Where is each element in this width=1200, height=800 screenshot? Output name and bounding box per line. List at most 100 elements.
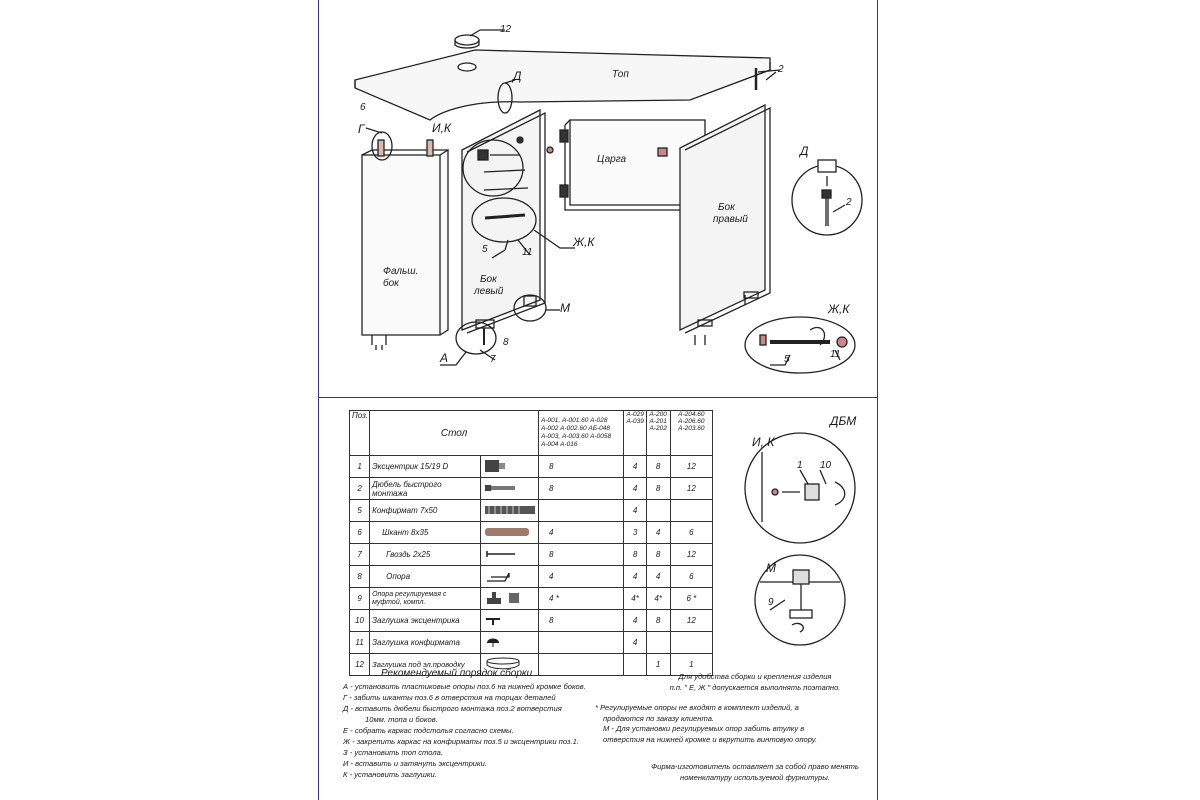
table-row: 6 Шкант 8х35 4 3 4 6 bbox=[348, 521, 714, 544]
label-left-side-2: левый bbox=[473, 286, 504, 297]
row-qty-d bbox=[669, 499, 714, 522]
row-name: Конфирмат 7х50 bbox=[369, 499, 481, 522]
row-qty-b: 4 bbox=[623, 499, 647, 522]
label-n6: 6 bbox=[360, 102, 366, 113]
row-qty-c: 4 bbox=[645, 565, 671, 588]
row-qty-d: 12 bbox=[669, 477, 714, 500]
assembly-step: Г - забить шканты поз.6 в отверстия на т… bbox=[343, 693, 556, 702]
row-qty-d: 6 bbox=[669, 565, 714, 588]
row-name: Дюбель быстрого монтажа bbox=[369, 477, 481, 500]
foot-icon bbox=[479, 565, 540, 588]
label-n12: 12 bbox=[500, 24, 512, 35]
row-qty-b: 8 bbox=[623, 543, 647, 566]
row-name: Гвоздь 2х25 bbox=[369, 543, 481, 566]
note-line: отверстия на нижней кромке и вкрутить ви… bbox=[603, 734, 818, 744]
row-name: Заглушка конфирмата bbox=[369, 631, 481, 654]
nail-icon bbox=[479, 543, 540, 566]
row-qty-d: 12 bbox=[669, 609, 714, 632]
row-qty-d: 12 bbox=[669, 455, 714, 478]
header-models-b: А-029 А-039 bbox=[623, 410, 647, 456]
row-qty-a: 8 bbox=[538, 543, 625, 566]
table-header: Поз. Стол А-001, А-001.60 А-028 А-002 А-… bbox=[348, 410, 714, 456]
row-qty-b: 4 bbox=[623, 609, 647, 632]
table-row: 12 Заглушка под эл.проводку 1 1 bbox=[348, 653, 714, 676]
row-qty-b: 3 bbox=[623, 521, 647, 544]
row-pos: 6 bbox=[348, 521, 371, 544]
label-zhk: Ж,К bbox=[572, 235, 595, 249]
label-false-side-2: бок bbox=[383, 277, 400, 289]
adjustable-foot-icon bbox=[479, 587, 540, 610]
row-qty-d: 1 bbox=[669, 653, 714, 676]
label-a: А bbox=[439, 351, 448, 365]
detail-ik-n10: 10 bbox=[820, 460, 832, 471]
row-name-extra: , компл. bbox=[399, 598, 426, 606]
row-qty-a bbox=[538, 653, 625, 676]
note-line: номенклатуру используемой фурнитуры. bbox=[680, 772, 830, 782]
row-pos: 10 bbox=[348, 609, 371, 632]
row-qty-c: 4 bbox=[645, 521, 671, 544]
label-left-side-1: Бок bbox=[480, 274, 498, 285]
label-right-side-1: Бок bbox=[718, 202, 736, 213]
label-tsarga: Царга bbox=[597, 154, 627, 165]
label-g: Г bbox=[358, 122, 366, 136]
row-name: Опора bbox=[369, 565, 481, 588]
header-models-c: А-200 А-201 А-202 bbox=[645, 410, 671, 456]
row-qty-c: 8 bbox=[645, 455, 671, 478]
confirmat-screw-icon bbox=[479, 499, 540, 522]
table-row: 7 Гвоздь 2х25 8 8 8 12 bbox=[348, 543, 714, 566]
false-side-panel bbox=[361, 148, 449, 336]
table-row: 1 Эксцентрик 15/19 D 8 4 8 12 bbox=[348, 455, 714, 478]
note-line: п.п. " Е, Ж " допускается выполнять поэт… bbox=[669, 682, 841, 692]
label-m: М bbox=[560, 301, 570, 315]
dowel-icon bbox=[479, 477, 540, 500]
assembly-title: Рекомендуемый порядок сборки bbox=[381, 668, 533, 679]
header-models-d: А-204.60 А-206.60 А-203.60 bbox=[669, 410, 714, 456]
wood-dowel-icon bbox=[479, 521, 540, 544]
detail-m-label: М bbox=[766, 561, 776, 575]
note-adjustable-feet: * Регулируемые опоры не входят в комплек… bbox=[595, 703, 880, 745]
row-pos: 2 bbox=[348, 477, 371, 500]
detail-zhk-n5: 5 bbox=[784, 354, 790, 365]
assembly-step: А - установить пластиковые опоры поз.6 н… bbox=[343, 682, 586, 691]
detail-d-label: Д bbox=[798, 144, 809, 158]
row-qty-a bbox=[538, 631, 625, 654]
row-qty-c: 4* bbox=[645, 587, 671, 610]
row-name: Шкант 8х35 bbox=[369, 521, 481, 544]
detail-ik-n1: 1 bbox=[797, 460, 803, 471]
row-pos: 12 bbox=[348, 653, 371, 676]
row-qty-a: 4 bbox=[538, 565, 625, 588]
row-pos: 8 bbox=[348, 565, 371, 588]
label-n8: 8 bbox=[503, 337, 509, 348]
detail-zhk-n11: 11 bbox=[830, 349, 840, 360]
row-name: Опора регулируемая с муфтой, компл. bbox=[369, 587, 481, 610]
row-qty-c: 8 bbox=[645, 609, 671, 632]
table-row: 2 Дюбель быстрого монтажа 8 4 8 12 bbox=[348, 477, 714, 500]
row-pos: 7 bbox=[348, 543, 371, 566]
note-line: Для удобства сборки и крепления изделия bbox=[678, 672, 832, 681]
row-qty-c: 8 bbox=[645, 543, 671, 566]
dbm-label: ДБМ bbox=[830, 414, 857, 428]
label-n5: 5 bbox=[482, 244, 488, 255]
row-name: Заглушка эксцентрика bbox=[369, 609, 481, 632]
detail-m-n9: 9 bbox=[768, 597, 774, 608]
note-stepwise: Для удобства сборки и крепления изделия … bbox=[630, 672, 880, 693]
row-qty-a bbox=[538, 499, 625, 522]
confirmat-cap-icon bbox=[479, 631, 540, 654]
row-qty-a: 8 bbox=[538, 477, 625, 500]
row-qty-a: 4 bbox=[538, 521, 625, 544]
label-d: Д bbox=[511, 69, 522, 83]
table-row: 5 Конфирмат 7х50 4 bbox=[348, 499, 714, 522]
grommet-part bbox=[454, 34, 480, 46]
note-manufacturer: Фирма-изготовитель оставляет за собой пр… bbox=[630, 762, 880, 783]
detail-d-num: 2 bbox=[845, 197, 852, 208]
row-qty-c bbox=[645, 499, 671, 522]
row-name: Эксцентрик 15/19 D bbox=[369, 455, 481, 478]
assembly-step: К - установить заглушки. bbox=[343, 770, 437, 779]
header-title: Стол bbox=[369, 410, 540, 456]
label-ik: И,К bbox=[432, 121, 452, 135]
row-pos: 1 bbox=[348, 455, 371, 478]
assembly-step: Е - собрать каркас подстолья согласно сх… bbox=[343, 726, 514, 735]
assembly-step: Ж - закрепить каркас на конфирматы поз.5… bbox=[343, 737, 579, 746]
assembly-step: 10мм. топа и боков. bbox=[365, 715, 438, 724]
assembly-step: З - установить топ стола. bbox=[343, 748, 443, 757]
